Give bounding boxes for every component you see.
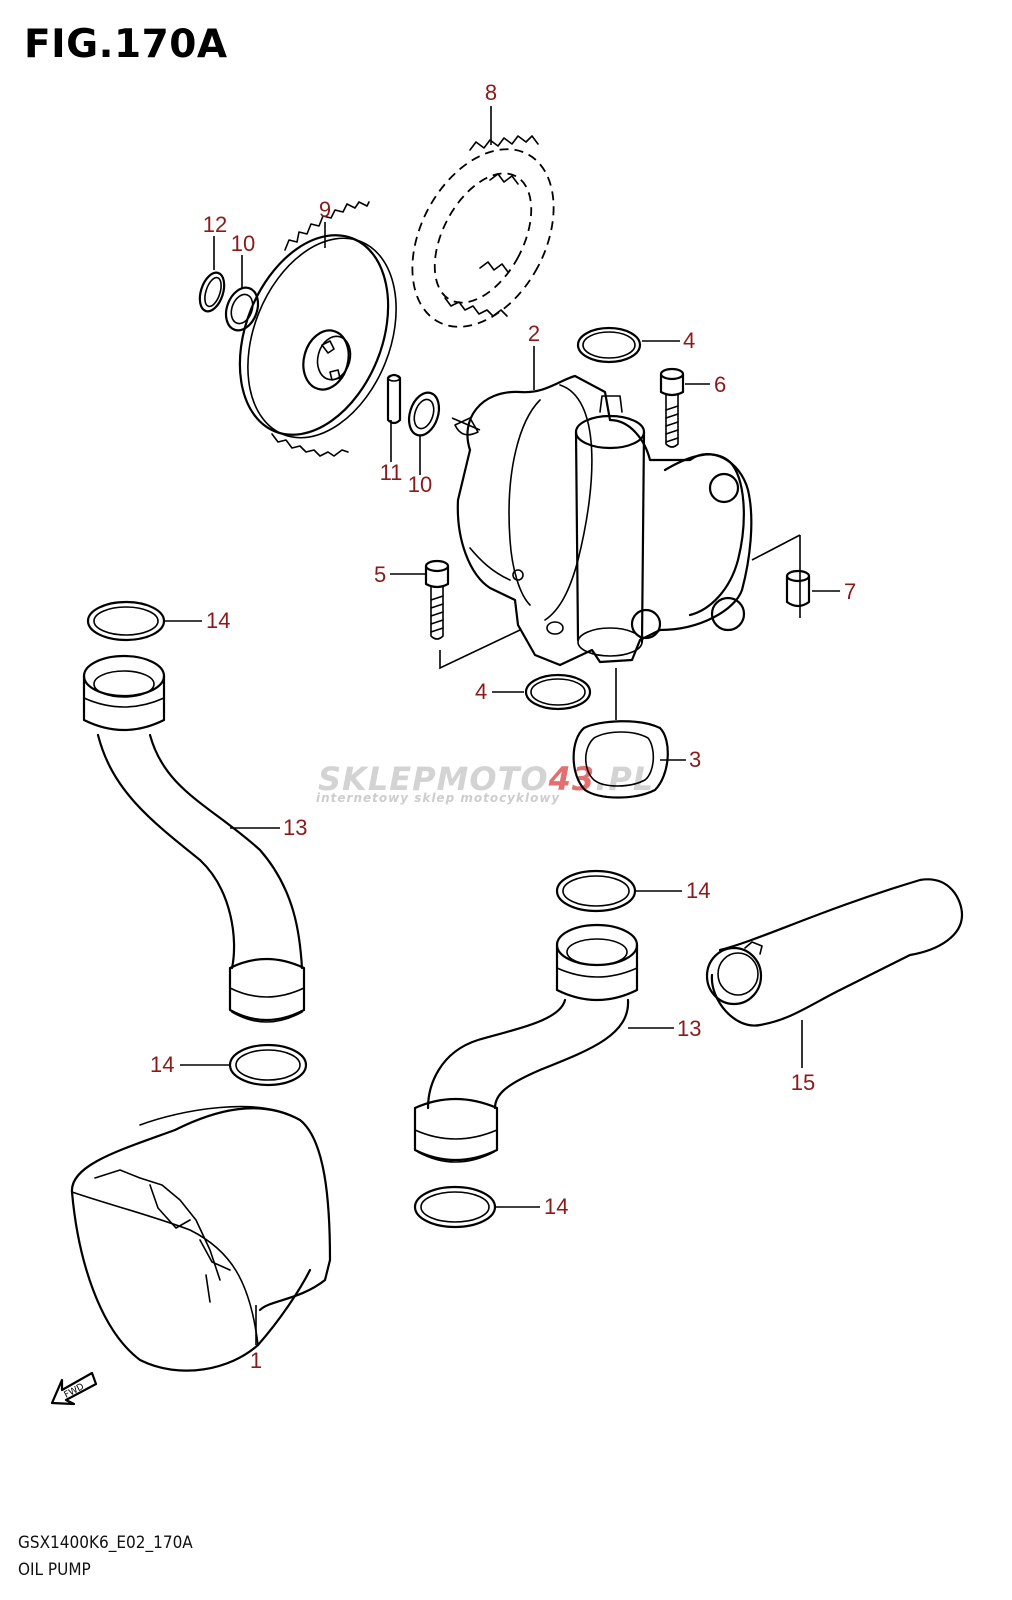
part-11-pin [386,373,402,425]
callout-4-lower: 4 [475,679,487,704]
callout-10-lower: 10 [408,472,432,497]
watermark-tagline: internetowy sklep motocyklowy [316,791,560,805]
callout-14-a: 14 [206,608,230,633]
callout-13-right: 13 [677,1016,701,1041]
callout-12: 12 [203,212,227,237]
callout-2: 2 [528,321,540,346]
callout-1: 1 [250,1348,262,1373]
watermark-brand-prefix: SKLEPMOTO [318,760,549,798]
fwd-arrow-icon: FWD [50,1371,98,1406]
watermark-brand-suffix: .PL [595,760,654,798]
part-2-oil-pump-body [454,374,753,667]
callout-13-left: 13 [283,815,307,840]
callout-14-d: 14 [544,1194,568,1219]
part-10-washer-upper [224,286,260,332]
figure-code: GSX1400K6_E02_170A [18,1533,193,1553]
callout-labels: 8 9 12 10 2 4 6 11 10 5 7 4 3 14 13 14 1… [150,80,856,1373]
part-10-washer-lower [407,391,441,437]
callout-3: 3 [689,747,701,772]
part-14-o-ring-b [228,1043,308,1087]
part-3-gasket [572,720,669,799]
part-7-dowel [785,569,811,608]
part-14-o-ring-c [555,869,637,913]
part-8-drive-gear [411,135,555,328]
callout-10-upper: 10 [231,231,255,256]
callout-8: 8 [485,80,497,105]
callout-14-b: 14 [150,1052,174,1077]
part-4-o-ring-upper [576,326,642,364]
leader-lines [165,106,840,1345]
callout-14-c: 14 [686,878,710,903]
callout-5: 5 [374,562,386,587]
part-13-pipe-right [413,923,639,1163]
part-9-pump-gear [238,201,397,457]
callout-6: 6 [714,372,726,397]
callout-11: 11 [380,460,403,485]
callout-15: 15 [791,1070,815,1095]
assembly-guide-lines [439,417,801,720]
figure-name: OIL PUMP [18,1560,91,1580]
part-4-o-ring-lower [524,673,592,711]
svg-text:SKLEPMOTO43.PL: SKLEPMOTO43.PL [318,760,654,798]
callout-7: 7 [844,579,856,604]
fwd-label: FWD [63,1382,86,1401]
part-13-pipe-left [82,654,306,1023]
figure-title: FIG.170A [24,22,228,67]
part-5-bolt [424,559,450,640]
part-6-bolt [659,367,685,448]
part-14-o-ring-d [413,1185,497,1229]
callout-9: 9 [319,197,331,222]
part-15-hose [705,878,964,1027]
part-14-o-ring-a [86,600,166,642]
watermark: SKLEPMOTO43.PL internetowy sklep motocyk… [316,760,654,805]
part-1-oil-filter [70,1105,332,1372]
callout-4-upper: 4 [683,328,695,353]
part-12-circlip [198,271,226,313]
